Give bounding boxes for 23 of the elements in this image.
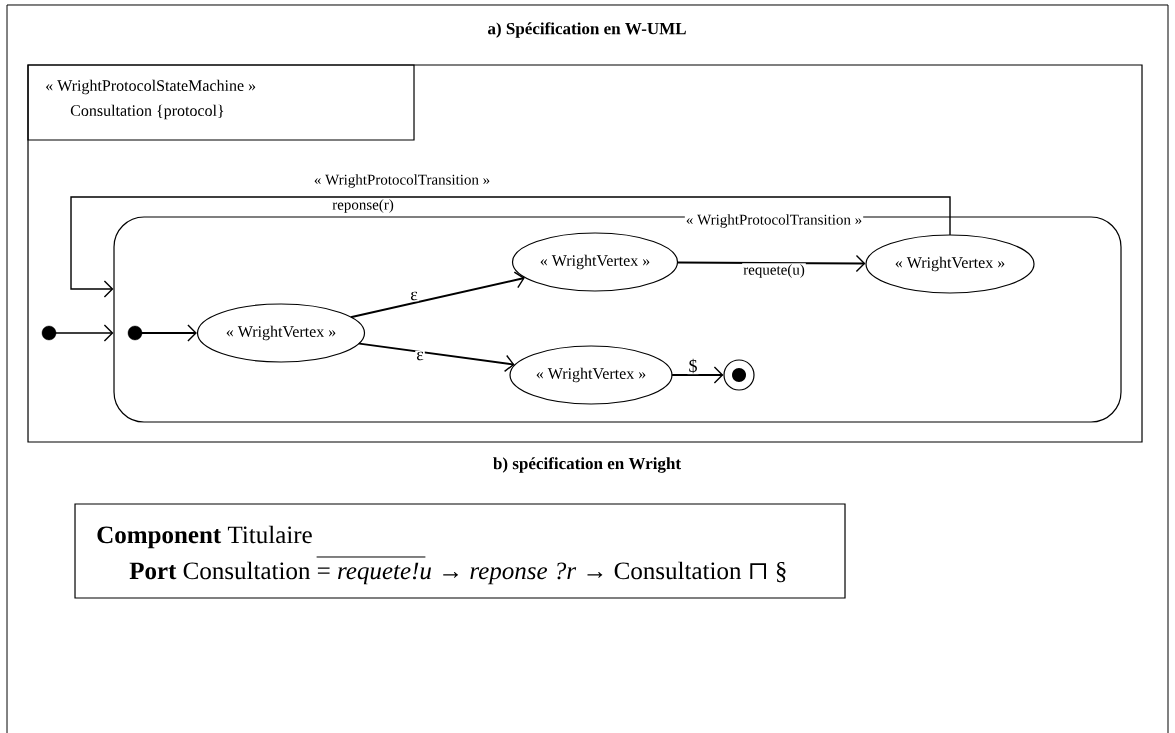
arrow bbox=[671, 366, 724, 384]
stereotype-label: « WrightProtocolTransition » bbox=[684, 213, 864, 229]
arrow bbox=[677, 254, 866, 273]
stereotype-text: « WrightProtocolStateMachine » bbox=[46, 79, 256, 95]
final-state-symbol bbox=[723, 359, 755, 391]
arrow bbox=[350, 271, 525, 318]
section-title: a) Spécification en W-UML bbox=[488, 22, 686, 38]
initial-state-dot bbox=[127, 325, 143, 341]
section-title: b) spécification en Wright bbox=[491, 456, 683, 474]
stereotype-label: « WrightProtocolTransition » bbox=[312, 173, 492, 189]
edge-label: ε bbox=[409, 290, 419, 302]
edge-label: requete(u) bbox=[742, 263, 806, 279]
edge-label: reponse(r) bbox=[331, 198, 395, 214]
specification-line: Component Titulaire bbox=[97, 525, 312, 549]
arrow bbox=[55, 324, 114, 342]
specification-line: Port Consultation = requete!u → reponse ?r → Consultation ⊓ § bbox=[129, 561, 786, 585]
arrow bbox=[141, 324, 197, 342]
arrow bbox=[358, 342, 515, 373]
edge-label: $ bbox=[687, 357, 699, 375]
state-machine-name: Consultation {protocol} bbox=[70, 104, 224, 120]
initial-state-dot bbox=[41, 325, 57, 341]
edge-label: ε bbox=[415, 350, 425, 362]
arrow bbox=[70, 196, 951, 298]
